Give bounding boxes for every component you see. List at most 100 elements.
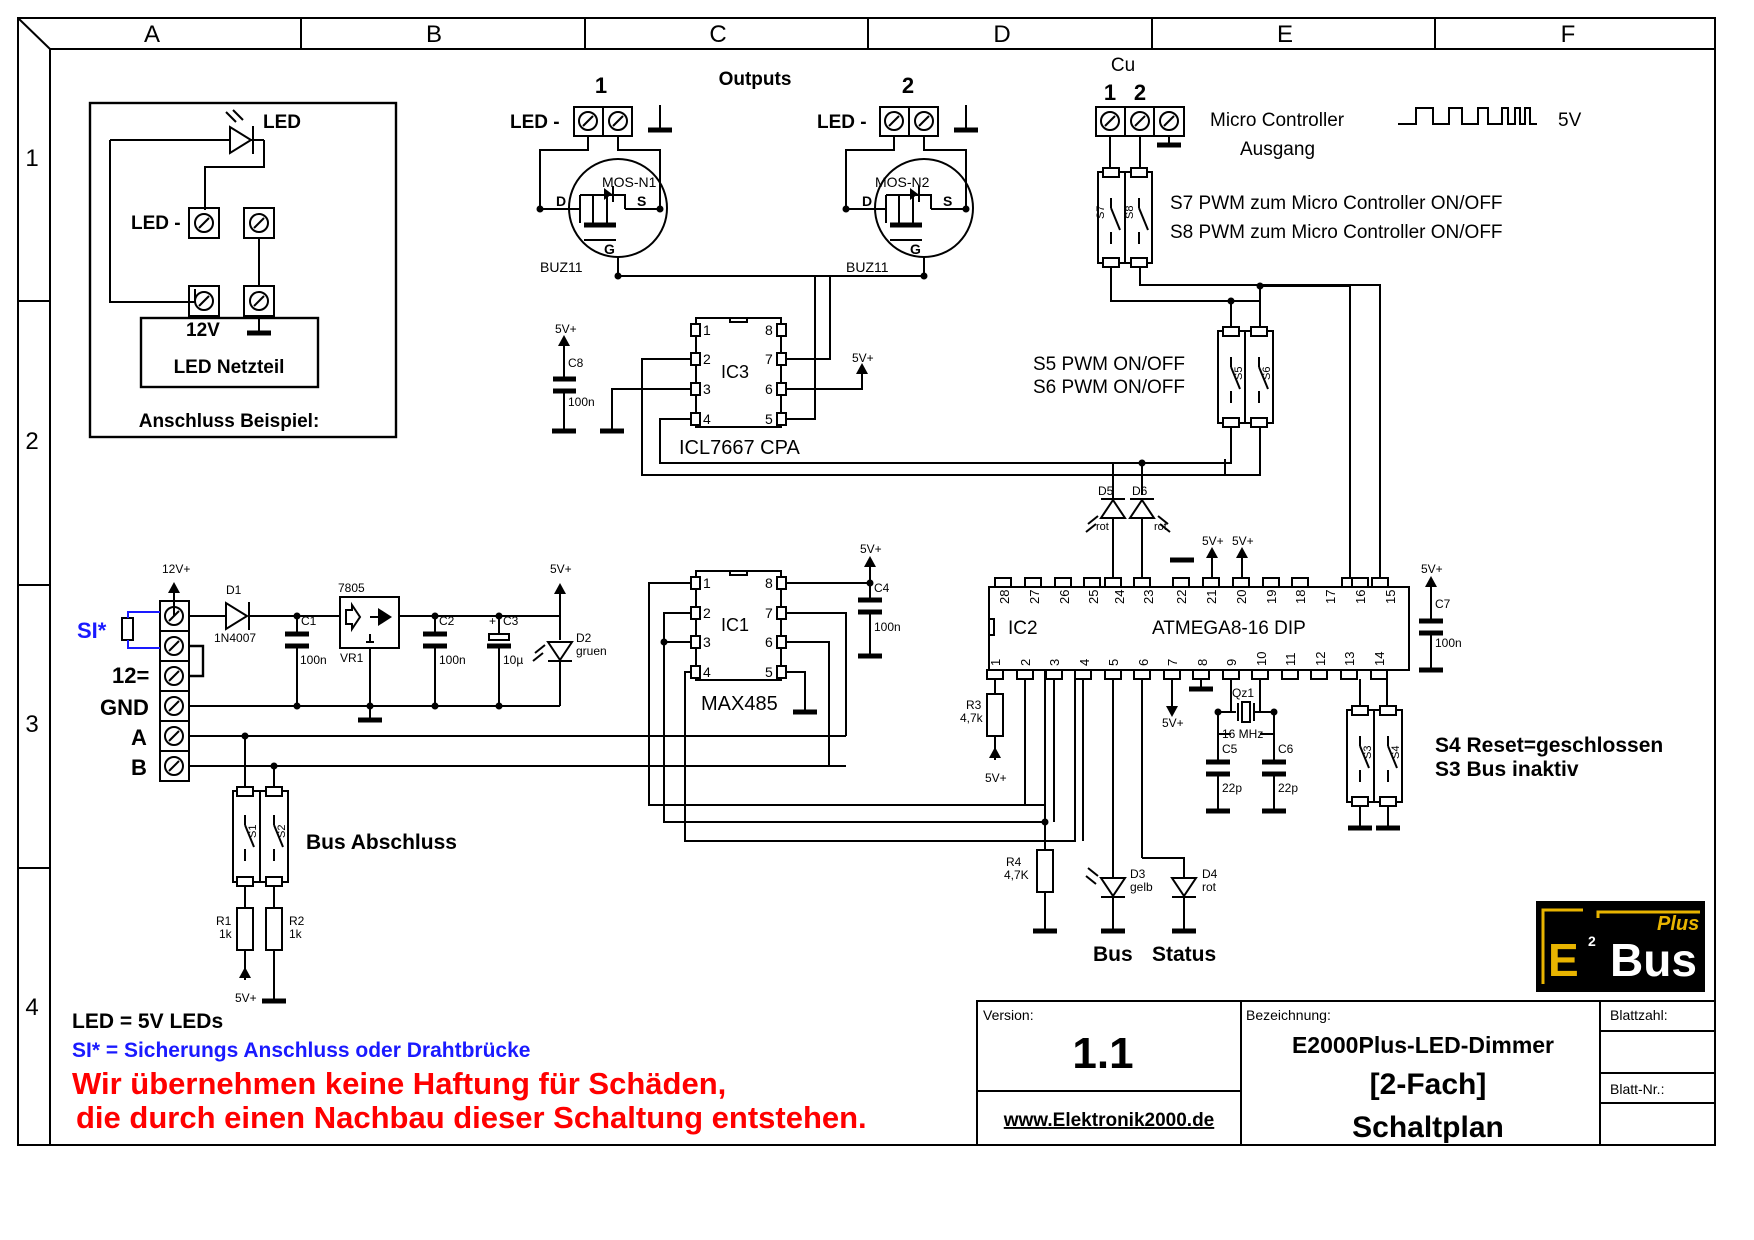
output-1-label: 1 <box>595 73 607 98</box>
mosfet-2-gate: G <box>910 241 921 257</box>
ic1-pins-left: 1 2 3 4 <box>690 575 711 680</box>
version-number: 1.1 <box>1072 1029 1133 1078</box>
ic3-pin: 1 <box>703 322 711 338</box>
s8-description: S8 PWM zum Micro Controller ON/OFF <box>1170 222 1503 243</box>
c2-label: C2 <box>439 614 455 628</box>
d4-color: rot <box>1202 880 1217 894</box>
bus-termination-title: Bus Abschluss <box>306 831 457 854</box>
row-label-2: 2 <box>25 428 38 455</box>
c3-polarity: + <box>489 614 496 628</box>
c6-value: 22p <box>1278 781 1298 795</box>
ic2-pin20-vcc: 5V+ <box>1232 534 1254 548</box>
s5-label: S5 <box>1233 367 1245 380</box>
ic3-pin: 3 <box>703 381 711 397</box>
input-12v-label: 12= <box>112 663 149 688</box>
ic2-pin: 24 <box>1112 590 1127 604</box>
ic2-pin: 18 <box>1293 590 1308 604</box>
d3-label: D3 <box>1130 867 1146 881</box>
ic2-pin: 4 <box>1077 659 1092 666</box>
s7-label: S7 <box>1095 206 1107 219</box>
d5-label: D5 <box>1098 484 1114 498</box>
c6-label: C6 <box>1278 742 1294 756</box>
sheet-count-label: Blattzahl: <box>1610 1007 1668 1023</box>
ic1-pin: 5 <box>765 664 773 680</box>
c5-label: C5 <box>1222 742 1238 756</box>
input-gnd-label: GND <box>100 695 149 720</box>
ic2-pin: 15 <box>1383 590 1398 604</box>
s1-label: S1 <box>247 825 259 838</box>
ic3-pin: 5 <box>765 411 773 427</box>
c3-value: 10µ <box>503 653 523 667</box>
si-label: SI* <box>77 618 107 643</box>
ic2-pin: 26 <box>1057 590 1072 604</box>
micro-subtitle: Ausgang <box>1240 139 1315 160</box>
ic2-pin: 28 <box>997 590 1012 604</box>
micro-controller-output: Cu 1 2 Micro Controller Ausgang 5V S7 S8 <box>1095 55 1582 582</box>
ic2-pin7-vcc: 5V+ <box>1162 716 1184 730</box>
row-label-4: 4 <box>25 994 38 1021</box>
reg-label: 7805 <box>338 581 365 595</box>
s6-label: S6 <box>1261 367 1273 380</box>
output-1-terminal <box>573 105 672 137</box>
ic2-pin: 25 <box>1086 590 1101 604</box>
s8-label: S8 <box>1124 206 1136 219</box>
mosfet-2-drain: D <box>862 193 872 209</box>
r3-vcc: 5V+ <box>985 771 1007 785</box>
capacitor-c2: C2 100n <box>423 614 466 706</box>
designation-label: Bezeichnung: <box>1246 1007 1331 1023</box>
example-led-label: LED <box>263 112 301 133</box>
c4-label: C4 <box>874 581 890 595</box>
c7-value: 100n <box>1435 636 1462 650</box>
s6-description: S6 PWM ON/OFF <box>1033 377 1185 398</box>
ic1-pin: 1 <box>703 575 711 591</box>
vr1-label: VR1 <box>340 651 364 665</box>
bus-led-caption: Bus <box>1093 943 1133 966</box>
s4-description: S4 Reset=geschlossen <box>1435 734 1663 757</box>
title-block: Version: 1.1 www.Elektronik2000.de Bezei… <box>976 1000 1716 1146</box>
ic1-vcc: 5V+ <box>860 542 882 556</box>
logo-plus: Plus <box>1657 913 1699 935</box>
mosfet-1: MOS-N1 D S G BUZ11 <box>536 136 668 280</box>
capacitor-c8: 5V+ C8 100n <box>552 322 595 434</box>
cu-pin-2: 2 <box>1134 80 1146 105</box>
ic2-pin: 7 <box>1165 659 1180 666</box>
s2-label: S2 <box>276 825 288 838</box>
s4-label: S4 <box>1390 746 1402 759</box>
mosfet-1-label: MOS-N1 <box>602 174 657 190</box>
example-psu-label: LED Netzteil <box>174 357 285 378</box>
d5-color: rot <box>1096 521 1109 533</box>
ic2-part: ATMEGA8-16 DIP <box>1152 618 1306 639</box>
regulator-7805: 7805 VR1 <box>338 581 400 723</box>
d2-vcc: 5V+ <box>550 562 572 576</box>
c4-value: 100n <box>874 620 901 634</box>
s7-description: S7 PWM zum Micro Controller ON/OFF <box>1170 193 1503 214</box>
pwm-waveform <box>1398 107 1537 125</box>
ic1-pins-right: 8 7 6 5 <box>765 575 787 680</box>
ic3-pin6-vcc: 5V+ <box>852 351 874 365</box>
example-led-minus-label: LED - <box>131 213 181 234</box>
qz1-label: Qz1 <box>1232 686 1254 700</box>
leds-d3-d4: D3 gelb D4 rot Bus Status <box>1085 867 1218 966</box>
ic1-pin: 7 <box>765 605 773 621</box>
qz1-value: 16 MHz <box>1222 727 1263 741</box>
ic2-pin: 21 <box>1204 590 1219 604</box>
title-name-3: Schaltplan <box>1352 1111 1504 1144</box>
d4-label: D4 <box>1202 867 1218 881</box>
c5-value: 22p <box>1222 781 1242 795</box>
s3-label: S3 <box>1362 746 1374 759</box>
r4-value: 4,7K <box>1004 868 1029 882</box>
c8-vcc: 5V+ <box>555 322 577 336</box>
ic3-pin: 6 <box>765 381 773 397</box>
ic1-max485: IC1 MAX485 1 2 3 4 8 7 6 5 5V+ <box>648 542 1076 842</box>
mosfet-1-gate: G <box>604 241 615 257</box>
c1-value: 100n <box>300 653 327 667</box>
row-label-1: 1 <box>25 145 38 172</box>
input-a-label: A <box>131 725 147 750</box>
ic2-pin: 2 <box>1018 659 1033 666</box>
column-label-d: D <box>993 21 1010 48</box>
note-led: LED = 5V LEDs <box>72 1010 223 1033</box>
led-diode-symbol <box>225 109 264 155</box>
ic2-pin: 6 <box>1136 659 1151 666</box>
ic2-pin: 20 <box>1234 590 1249 604</box>
example-caption: Anschluss Beispiel: <box>139 411 320 432</box>
